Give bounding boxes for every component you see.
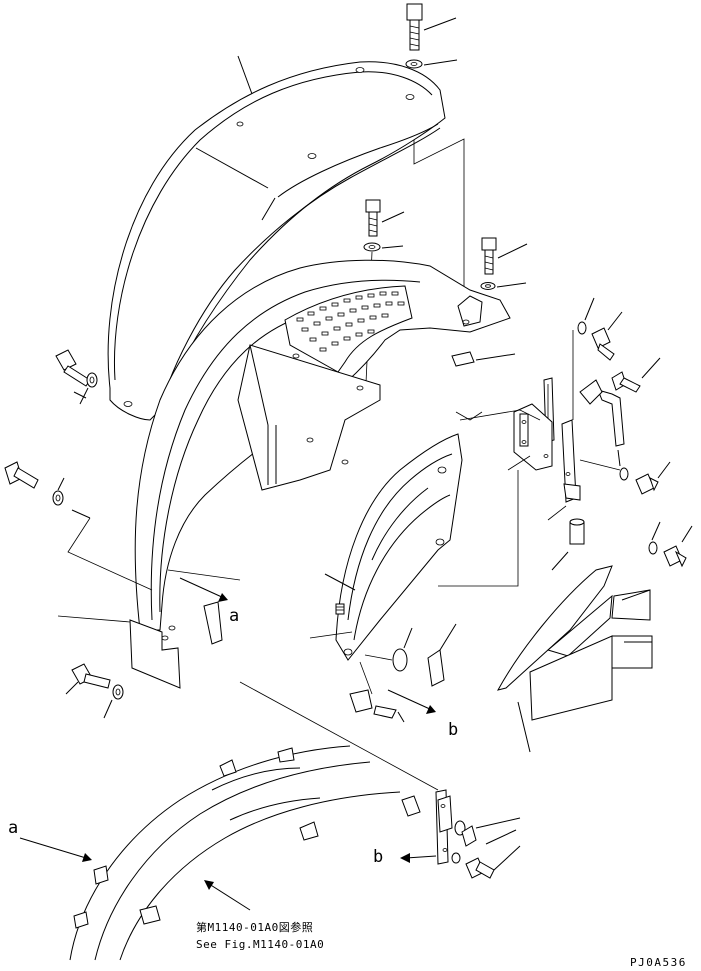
right-bolt-3 [635,461,671,495]
left-bolt-2 [4,461,39,489]
hinge-spacer [551,518,585,571]
left-washer-2 [52,477,91,519]
detail-a-fender-edge [69,745,401,961]
right-washer-3 [617,449,629,481]
hinge-pin [579,379,625,447]
callout-a-detail-label: a [8,818,18,838]
callout-a-main: a [179,577,239,626]
callout-b-detail-label: b [373,847,383,867]
upper-fender-shell [107,55,446,421]
mid-bolt-1 [365,199,405,237]
mid-bolt-2 [481,237,528,275]
mid-washer-1 [363,242,404,252]
hinge-bracket [513,403,553,471]
panel-spring [335,603,345,615]
small-bracket [203,601,223,645]
callout-b-main: b [387,689,458,740]
panel-latch [427,623,457,687]
right-bolt-4 [663,525,693,568]
top-bolt [406,3,457,51]
frame-clip [451,351,516,367]
panel-washer [392,627,413,672]
side-panel [324,433,463,661]
top-washer [405,59,458,69]
right-washer-4 [648,521,661,555]
lower-bolt [65,663,111,695]
main-fender-frame [129,259,511,689]
hinge-plate-lower [561,419,581,503]
callout-b-label: b [448,720,458,740]
reference-note-en: See Fig.M1140-01A0 [196,938,324,951]
mudflap [497,565,653,753]
callout-a-detail: a [8,818,92,862]
mid-washer-2 [480,282,527,290]
latch-clamp [349,689,405,723]
detail-b-bracket [401,789,521,879]
left-bolt-1 [55,349,91,399]
left-washer-1 [79,372,98,405]
callout-b-detail: b [373,847,437,867]
right-bolt-1 [572,297,623,420]
reference-arrow [204,880,251,911]
right-bolt-2 [611,357,661,393]
lower-washer [103,684,124,719]
perforation-holes [296,291,405,352]
callout-a-label: a [229,606,239,626]
drawing-code: PJ0A536 [630,956,687,969]
reference-note-jp: 第M1140-01A0図参照 [196,920,313,934]
